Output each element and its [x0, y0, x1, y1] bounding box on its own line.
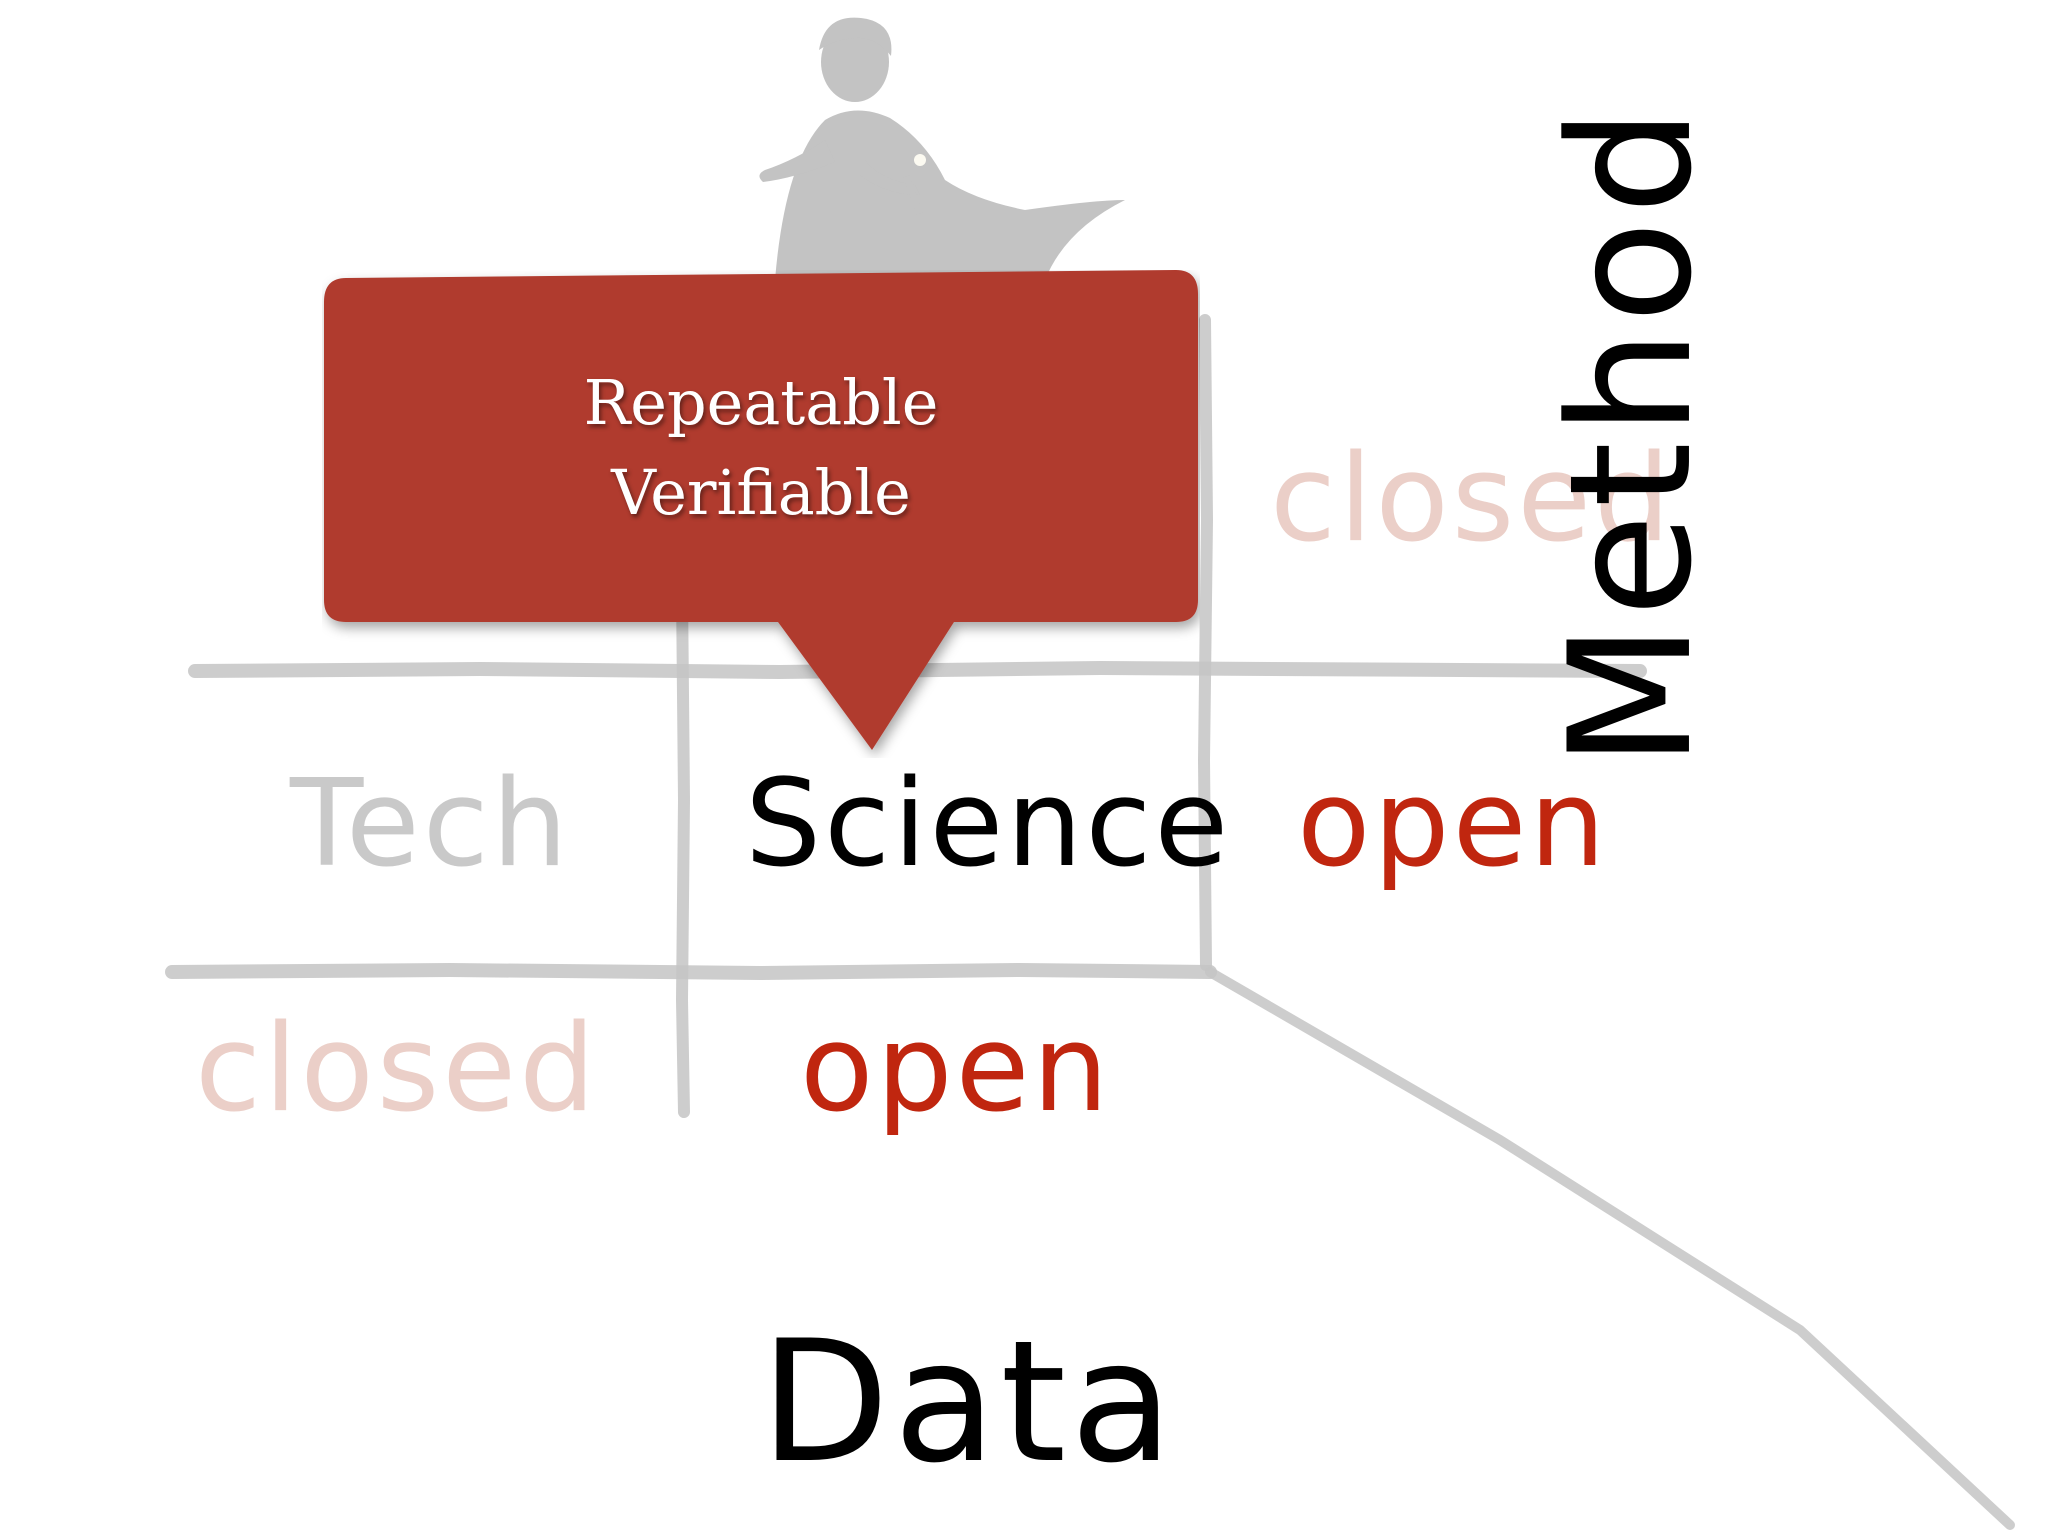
- method-axis-label: Method: [1532, 101, 1729, 768]
- callout-line-repeatable: Repeatable: [583, 366, 939, 439]
- open-method-label: open: [1297, 755, 1609, 894]
- callout-bubble: [324, 270, 1198, 750]
- closed-method-label: closed: [1270, 430, 1674, 569]
- callout-text: Repeatable Verifiable: [322, 358, 1200, 538]
- data-axis-label: Data: [760, 1304, 1178, 1500]
- science-cell: Science: [745, 755, 1232, 894]
- tech-cell: Tech: [290, 755, 571, 894]
- closed-data-label: closed: [195, 1000, 599, 1139]
- open-data-label: open: [800, 1000, 1112, 1139]
- callout-line-verifiable: Verifiable: [611, 456, 911, 529]
- wizard-figure-icon: [715, 10, 1155, 281]
